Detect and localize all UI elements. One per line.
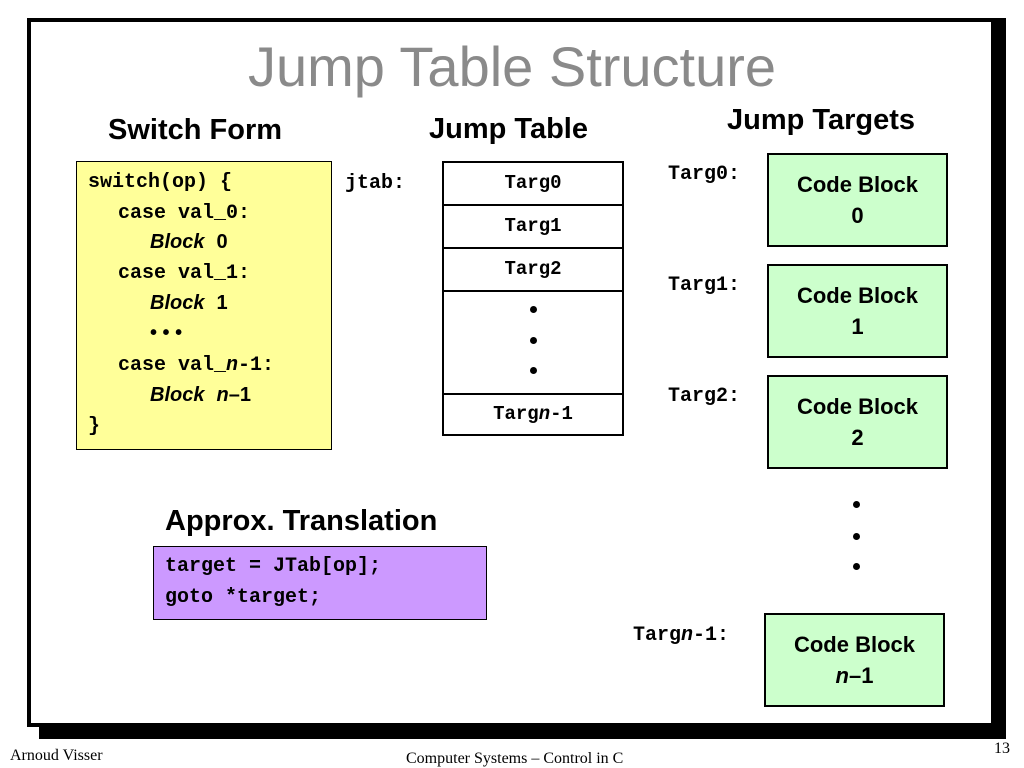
jtab-label: jtab:: [345, 172, 406, 195]
code-block-num: 2: [851, 425, 864, 450]
code-block-text: Code Block: [796, 394, 919, 419]
block-word: Block: [150, 231, 205, 253]
target-label: Targ1:: [668, 274, 741, 297]
case-n-suffix: -1:: [238, 354, 275, 377]
code-block-1: Code Block 1: [767, 264, 948, 358]
slide-title: Jump Table Structure: [247, 35, 777, 98]
code-block-text: Code Block: [796, 283, 919, 308]
jump-targets-heading: Jump Targets: [727, 104, 916, 136]
translation-line-1: target = JTab[op];: [165, 555, 382, 578]
jump-table-entry-last: Targn-1: [444, 395, 622, 434]
code-line-switch: switch(op) {: [88, 171, 233, 194]
footer-page-number: 13: [994, 740, 1010, 757]
ellipsis-dot: [530, 337, 537, 344]
targ-prefix: Targ: [493, 403, 539, 425]
targ-suffix: -1:: [693, 624, 730, 647]
block-n-var: n: [216, 384, 229, 406]
code-line-block1: Block 1: [150, 292, 228, 316]
block-n-suffix: –1: [848, 663, 874, 688]
code-block-0: Code Block 0: [767, 153, 948, 247]
ellipsis-dot: [853, 533, 860, 540]
targ-prefix: Targ: [633, 624, 682, 647]
block-n-var: n: [835, 663, 849, 688]
ellipsis-dot: [530, 367, 537, 374]
ellipsis-dot: [853, 501, 860, 508]
code-line-block0: Block 0: [150, 231, 228, 255]
approx-translation-heading: Approx. Translation: [165, 505, 438, 537]
code-line-block-n: Block n–1: [150, 384, 251, 408]
targ-var: n: [538, 403, 551, 425]
code-line-close: }: [88, 415, 101, 438]
code-ellipsis: • • •: [150, 322, 183, 344]
code-block-text: Code Block: [793, 632, 916, 657]
jump-table-ellipsis-cell: [444, 292, 622, 395]
jump-table-heading: Jump Table: [429, 113, 588, 145]
case-n-prefix: case val_: [118, 354, 227, 377]
code-block-last: Code Block n–1: [764, 613, 945, 707]
target-label: Targ0:: [668, 163, 741, 186]
switch-code-box: switch(op) { case val_0: Block 0 case va…: [76, 161, 332, 450]
code-line-case1: case val_1:: [118, 262, 251, 285]
targ-var: n: [681, 624, 694, 647]
code-block-num: n–1: [766, 660, 943, 691]
block-num: 0: [216, 231, 228, 253]
code-block-text: Code Block: [796, 172, 919, 197]
translation-line-2: goto *target;: [165, 586, 322, 609]
code-block-2: Code Block 2: [767, 375, 948, 469]
switch-form-heading: Switch Form: [108, 114, 283, 146]
case-n-var: n: [226, 354, 239, 377]
code-line-case-n: case val_n-1:: [118, 354, 274, 377]
code-block-num: 1: [851, 314, 864, 339]
ellipsis-dot: [853, 563, 860, 570]
ellipsis-dot: [530, 306, 537, 313]
block-num: 1: [216, 292, 228, 314]
translation-box: target = JTab[op]; goto *target;: [153, 546, 487, 620]
targ-suffix: -1: [550, 403, 573, 425]
footer-author: Arnoud Visser: [10, 747, 103, 764]
block-n-suffix: –1: [228, 384, 251, 406]
code-line-case0: case val_0:: [118, 202, 251, 225]
jump-table-entry: Targ2: [444, 249, 622, 292]
jump-table: Targ0 Targ1 Targ2 Targn-1: [442, 161, 624, 436]
code-block-num: 0: [851, 203, 864, 228]
block-word: Block: [150, 384, 205, 406]
target-label-last: Targn-1:: [633, 624, 729, 647]
target-label: Targ2:: [668, 385, 741, 408]
footer-course: Computer Systems – Control in C: [406, 750, 624, 767]
block-word: Block: [150, 292, 205, 314]
jump-table-entry: Targ1: [444, 206, 622, 249]
jump-table-entry: Targ0: [444, 163, 622, 206]
